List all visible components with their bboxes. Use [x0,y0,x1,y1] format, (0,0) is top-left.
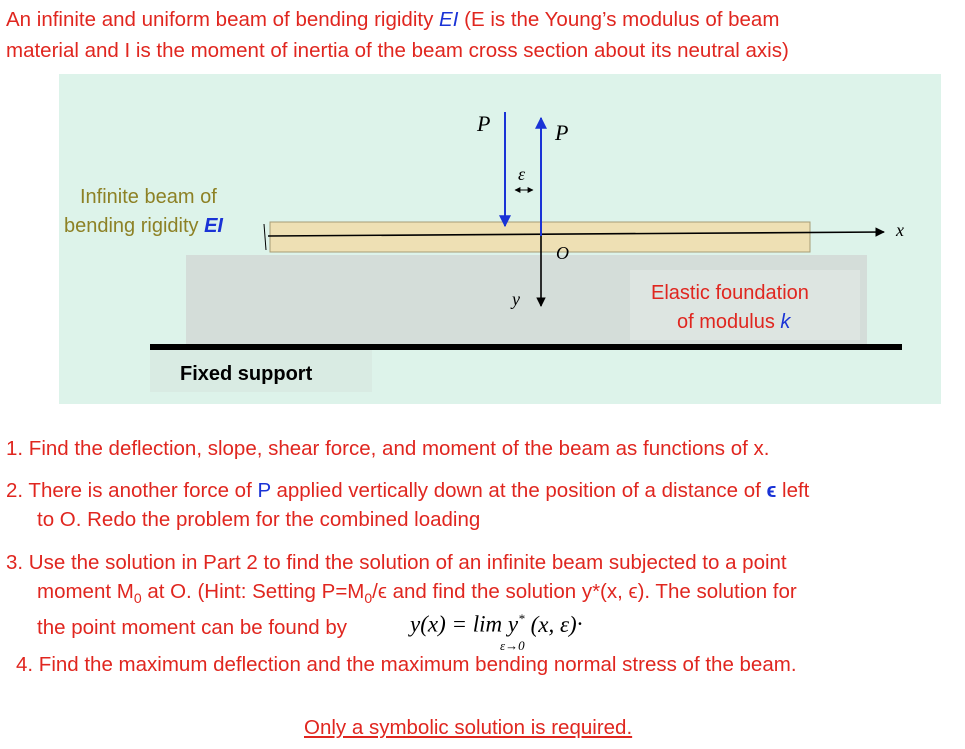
label-p-left: P [476,111,490,136]
symbolic-note: Only a symbolic solution is required. [304,716,633,739]
support-label-box [150,350,372,392]
label-epsilon: ε [518,164,526,184]
ei-symbol: EI [439,8,459,31]
beam-label-line2: bending rigidity EI [64,215,223,237]
beam-label-line1: Infinite beam of [80,186,217,208]
intro-line-1: An infinite and uniform beam of bending … [6,8,780,31]
question-4: 4. Find the maximum deflection and the m… [16,653,797,676]
beam-leader-line [263,223,267,251]
label-x: x [895,220,904,240]
fixed-support-line [150,344,902,350]
label-y: y [510,289,520,309]
question-1: 1. Find the deflection, slope, shear for… [6,437,770,460]
limit-subscript: ε→0 [500,638,525,653]
support-label: Fixed support [180,363,313,385]
question-3: 3. Use the solution in Part 2 to find th… [6,551,797,640]
label-origin: O [556,243,569,263]
foundation-label-line1: Elastic foundation [651,282,809,304]
intro-line-2: material and I is the moment of inertia … [6,39,789,62]
x-axis-arrow [267,227,885,237]
foundation-label-line2: of modulus k [677,311,791,333]
problem-intro: An infinite and uniform beam of bending … [6,4,961,66]
limit-formula: y(x) = lim y*(x, ε)· [410,611,583,637]
label-p-right: P [554,120,568,145]
question-2: 2. There is another force of P applied v… [6,479,810,531]
foundation-label-box [630,270,860,340]
